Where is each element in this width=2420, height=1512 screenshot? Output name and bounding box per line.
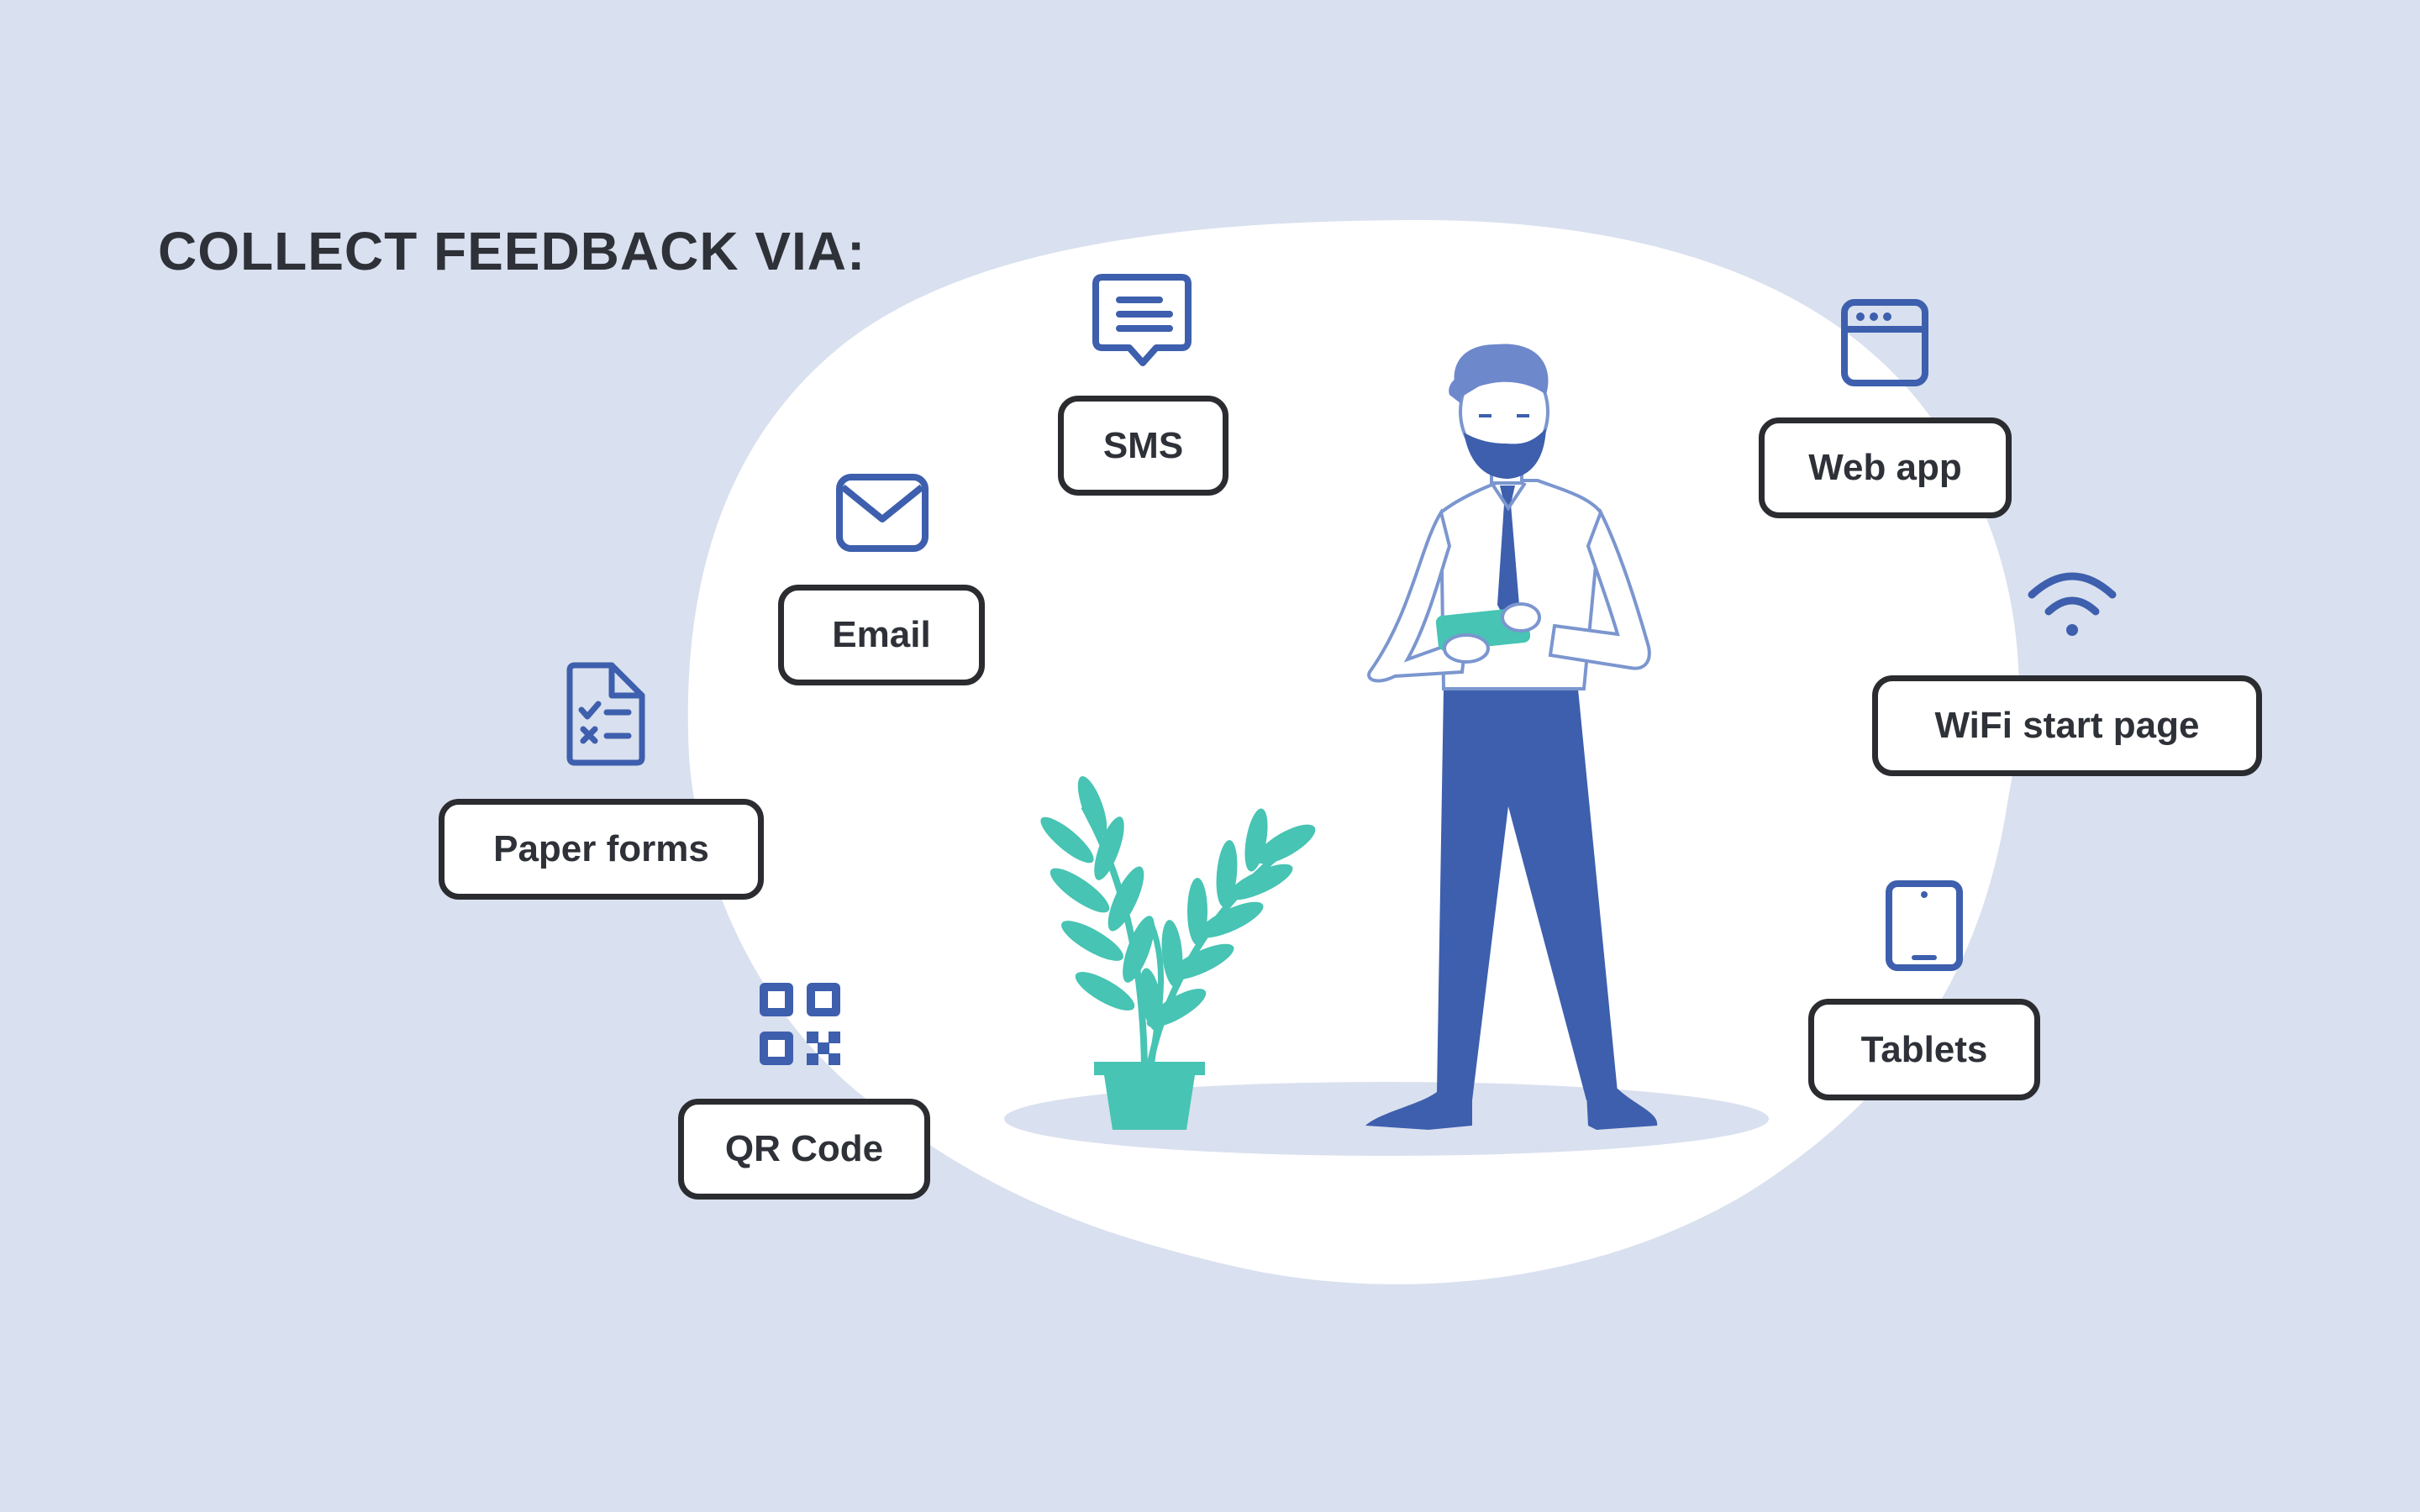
channel-label-email: Email [778, 585, 985, 685]
channel-label-sms: SMS [1058, 396, 1228, 496]
channel-label-wifi-start-page: WiFi start page [1872, 675, 2262, 776]
page-title: COLLECT FEEDBACK VIA: [158, 221, 866, 281]
channel-label-web-app: Web app [1759, 417, 2012, 518]
envelope-icon [836, 474, 929, 552]
sms-chat-icon [1092, 274, 1192, 366]
background-blob [687, 220, 2019, 1284]
wifi-icon [2028, 572, 2117, 636]
channel-label-tablets: Tablets [1808, 999, 2040, 1100]
tablet-icon [1886, 880, 1963, 971]
channel-label-qr-code: QR Code [678, 1099, 930, 1200]
man-with-tablet-illustration [1365, 344, 1658, 1130]
browser-window-icon [1841, 299, 1928, 386]
channel-label-paper-forms: Paper forms [439, 799, 764, 900]
checklist-document-icon [566, 662, 645, 766]
potted-plant-illustration [1040, 776, 1316, 1130]
qr-code-icon [760, 983, 840, 1065]
